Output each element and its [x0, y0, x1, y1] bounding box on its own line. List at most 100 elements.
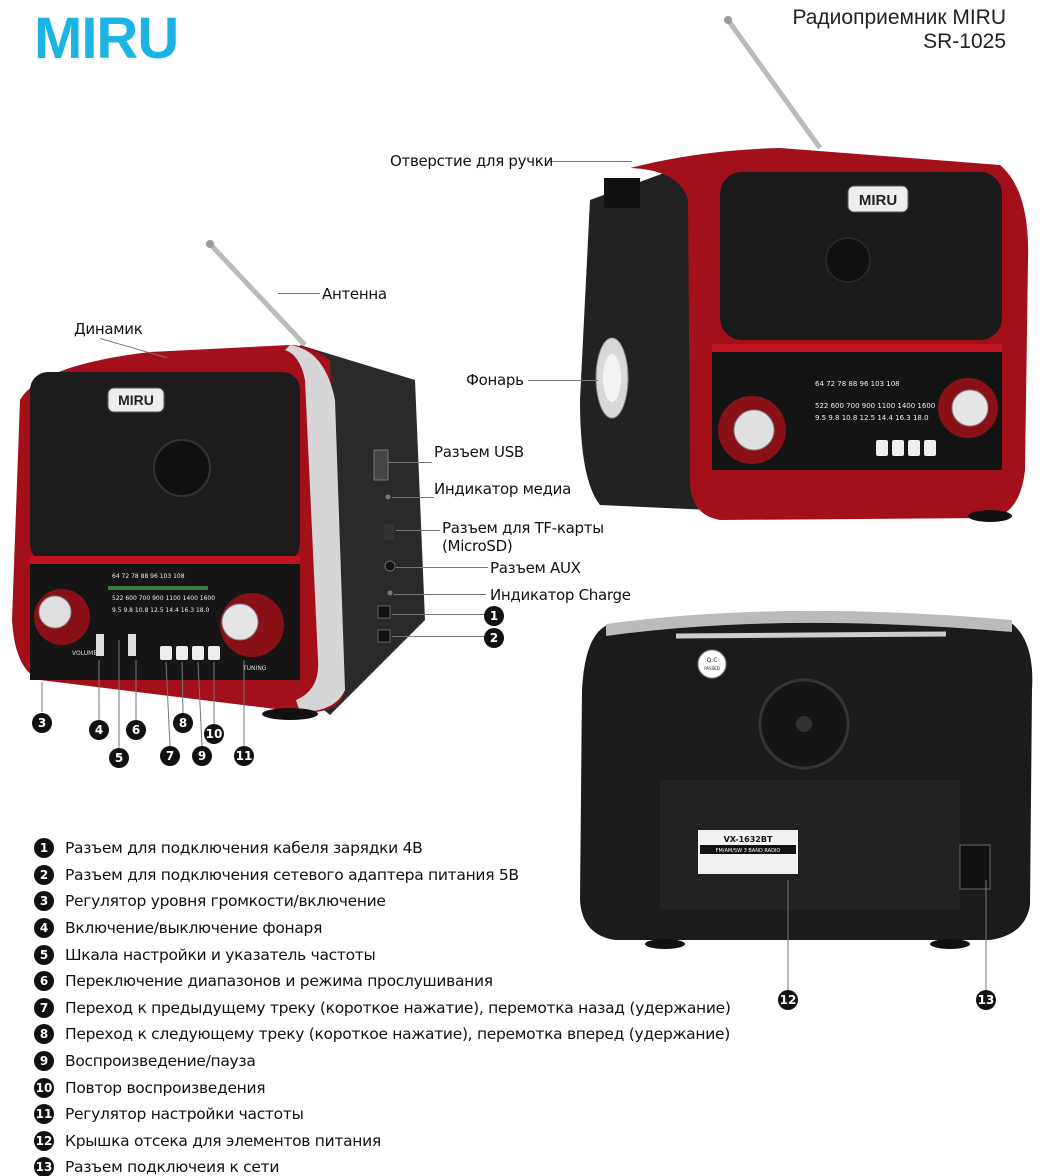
- legend-text: Переход к предыдущему треку (короткое на…: [65, 998, 731, 1017]
- callout-charge: Индикатор Charge: [490, 586, 631, 604]
- play-button-2[interactable]: [908, 440, 920, 456]
- legend-text: Шкала настройки и указатель частоты: [65, 945, 376, 964]
- legend-number: 10: [34, 1077, 54, 1098]
- legend-number: 13: [34, 1157, 54, 1176]
- marker-5: 5: [109, 748, 129, 768]
- legend-number: 8: [34, 1024, 54, 1045]
- tuning-knob[interactable]: [221, 603, 259, 641]
- leader-1: [392, 614, 484, 615]
- leader-m8: [181, 661, 184, 714]
- dc-port: [377, 629, 391, 643]
- marker-1: 1: [484, 606, 504, 626]
- back-foot-r: [930, 939, 970, 949]
- qc-passed: PASSED: [704, 666, 720, 671]
- callout-tf: Разъем для TF-карты (MicroSD): [442, 519, 604, 555]
- legend-item: 5 Шкала настройки и указатель частоты: [34, 941, 734, 968]
- handle-hole: [604, 178, 640, 208]
- leader-flashlight: [528, 380, 598, 381]
- radio-logo-text-2: MIRU: [859, 192, 897, 209]
- miru-logo-mark: MIRU: [34, 6, 179, 71]
- legend-text: Разъем для подключения кабеля зарядки 4В: [65, 839, 423, 858]
- legend-item: 11 Регулятор настройки частоты: [34, 1101, 734, 1128]
- prev-button-2[interactable]: [876, 440, 888, 456]
- legend-number: 4: [34, 918, 54, 939]
- back-foot-l: [645, 939, 685, 949]
- sw-scale-2: 9.5 9.8 10.8 12.5 14.4 16.3 18.0: [815, 414, 929, 422]
- legend-number: 3: [34, 891, 54, 912]
- speaker-cone-2: [825, 237, 871, 283]
- leader-antenna: [278, 293, 320, 294]
- side-panel-2: [580, 160, 710, 510]
- red-stripe-2: [712, 344, 1002, 352]
- marker-11: 11: [234, 746, 254, 766]
- marker-13: 13: [976, 990, 996, 1010]
- am-scale: 522 600 700 900 1100 1400 1600: [112, 595, 215, 602]
- radio-logo-badge: [107, 387, 165, 413]
- next-button[interactable]: [176, 646, 188, 660]
- legend-text: Регулятор настройки частоты: [65, 1105, 304, 1124]
- callout-handle-hole: Отверстие для ручки: [390, 152, 553, 170]
- leader-tf: [396, 530, 440, 531]
- fm-scale: 64 72 78 88 96 103 108: [112, 573, 185, 580]
- volume-knob[interactable]: [38, 595, 72, 629]
- radio-logo-text: MIRU: [118, 392, 154, 408]
- legend-text: Разъем для подключения сетевого адаптера…: [65, 865, 519, 884]
- callout-speaker: Динамик: [74, 320, 143, 338]
- legend-number: 5: [34, 944, 54, 965]
- ac-socket: [959, 844, 991, 890]
- legend-number: 1: [34, 838, 54, 859]
- antenna-tip: [206, 240, 214, 248]
- light-switch[interactable]: [96, 634, 104, 656]
- marker-12: 12: [778, 990, 798, 1010]
- leader-aux: [396, 567, 488, 568]
- tf-slot: [384, 524, 394, 540]
- legend-text: Крышка отсека для элементов питания: [65, 1131, 381, 1150]
- marker-4: 4: [89, 720, 109, 740]
- marker-8: 8: [173, 713, 193, 733]
- antenna-tip-2: [724, 16, 732, 24]
- usb-port: [373, 449, 389, 481]
- play-button[interactable]: [192, 646, 204, 660]
- leader-media: [392, 497, 434, 498]
- band-info-bar: [700, 845, 796, 854]
- charge-port: [377, 605, 391, 619]
- antenna-rod: [208, 242, 307, 347]
- callout-usb: Разъем USB: [434, 443, 524, 461]
- flashlight-reflector: [603, 354, 621, 402]
- leader-charge: [394, 594, 486, 595]
- repeat-button[interactable]: [208, 646, 220, 660]
- page-title: Радиоприемник MIRU SR-1025: [792, 6, 1006, 54]
- marker-7: 7: [160, 746, 180, 766]
- chrome-trim: [285, 345, 345, 712]
- band-info: FM/AM/SW 3 BAND RADIO: [716, 848, 781, 854]
- next-button-2[interactable]: [892, 440, 904, 456]
- callout-tf-line2: (MicroSD): [442, 537, 513, 555]
- antenna-folded: [675, 631, 947, 639]
- charge-led: [387, 590, 393, 596]
- volume-label: VOLUME: [72, 650, 97, 657]
- marker-10: 10: [204, 724, 224, 744]
- repeat-button-2[interactable]: [924, 440, 936, 456]
- legend-text: Переход к следующему треку (короткое наж…: [65, 1025, 730, 1044]
- radio-logo-badge-2: [847, 185, 909, 213]
- leader-handle: [550, 161, 632, 162]
- legend-number: 11: [34, 1104, 54, 1125]
- volume-knob-2[interactable]: [733, 409, 775, 451]
- logo-text: MIRU: [34, 6, 178, 71]
- tuning-knob-2[interactable]: [951, 389, 989, 427]
- fm-scale-2: 64 72 78 88 96 103 108: [815, 380, 900, 388]
- prev-button[interactable]: [160, 646, 172, 660]
- marker-9: 9: [192, 746, 212, 766]
- leader-usb: [388, 462, 432, 463]
- legend-text: Включение/выключение фонаря: [65, 919, 323, 938]
- band-switch[interactable]: [128, 634, 136, 656]
- legend-list: 1 Разъем для подключения кабеля зарядки 4…: [34, 835, 734, 1176]
- leader-m7: [165, 661, 171, 747]
- legend-text: Повтор воспроизведения: [65, 1078, 266, 1097]
- foot: [262, 708, 318, 720]
